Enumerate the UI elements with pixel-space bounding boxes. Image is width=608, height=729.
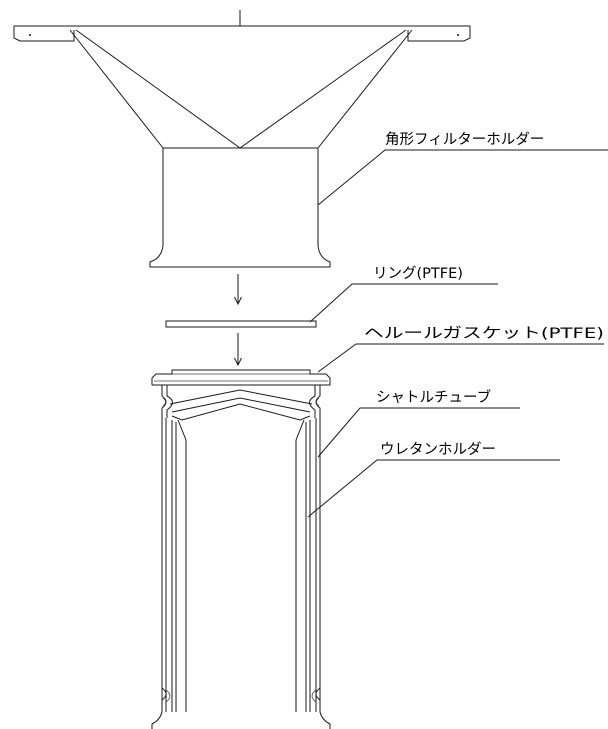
leader-square-filter-holder bbox=[317, 149, 608, 206]
assembly-arrow-2 bbox=[234, 333, 242, 367]
label-ring: リング(PTFE) bbox=[373, 265, 463, 282]
leader-ferrule-gasket bbox=[317, 343, 604, 373]
shuttle-tube-part bbox=[151, 369, 331, 729]
label-shuttle-tube: シャトルチューブ bbox=[376, 388, 491, 406]
assembly-arrow-1 bbox=[234, 274, 242, 306]
leader-urethane-holder bbox=[307, 459, 560, 518]
leader-shuttle-tube bbox=[317, 407, 520, 458]
label-ferrule-gasket: ヘルールガスケット(PTFE) bbox=[364, 325, 604, 342]
square-filter-holder-part bbox=[13, 10, 471, 268]
label-urethane-holder: ウレタンホルダー bbox=[380, 441, 496, 458]
ring-part bbox=[165, 320, 317, 328]
label-square-filter-holder: 角形フィルターホルダー bbox=[385, 131, 544, 148]
leader-ring bbox=[309, 283, 498, 323]
